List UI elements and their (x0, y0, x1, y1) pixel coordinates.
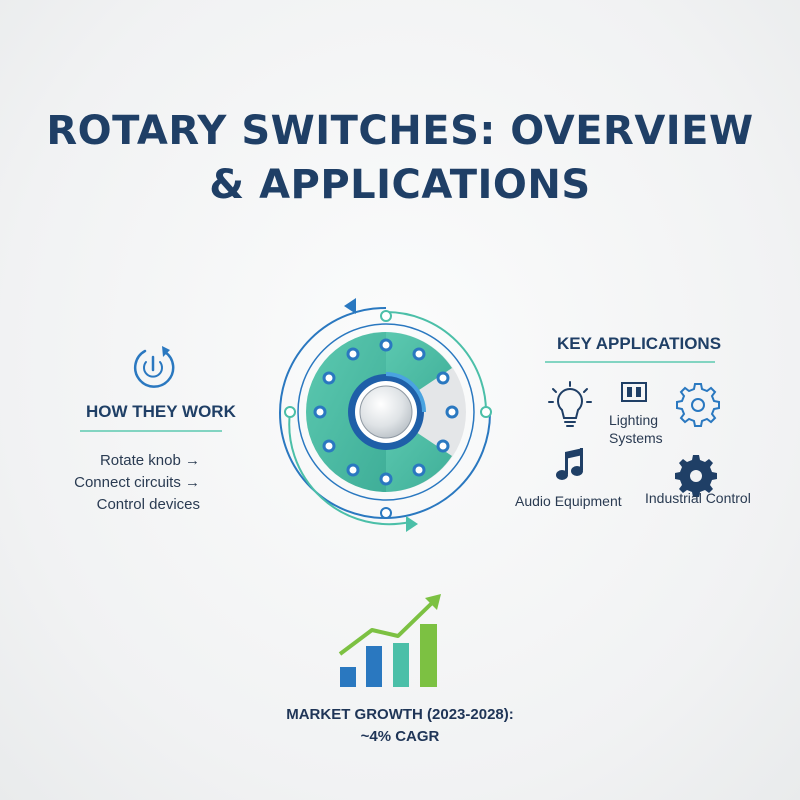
contact-point (379, 338, 393, 352)
industrial-control-label: Industrial Control (645, 490, 751, 506)
contact-point (412, 347, 426, 361)
switch-knob (359, 385, 413, 439)
contact-point (412, 463, 426, 477)
terminal-node (284, 406, 296, 418)
growth-bar (366, 646, 382, 687)
title-line-2: & APPLICATIONS (209, 162, 591, 208)
growth-bar (420, 624, 437, 687)
contact-point (346, 347, 360, 361)
music-note-icon (556, 448, 583, 480)
contact-point (346, 463, 360, 477)
growth-chart-icon (338, 594, 441, 687)
contact-point (322, 371, 336, 385)
audio-equipment-label: Audio Equipment (515, 493, 622, 509)
terminal-node (480, 406, 492, 418)
gear-icon (675, 455, 717, 497)
step-item: Rotate knob → (99, 452, 200, 469)
contact-point (379, 472, 393, 486)
arrow-head-bottom (406, 516, 418, 532)
power-rotate-icon (133, 346, 175, 388)
right-ring-arc (385, 311, 487, 413)
step-item: Control devices (96, 496, 200, 513)
growth-bar (393, 643, 409, 687)
how-they-work-heading: HOW THEY WORK (86, 402, 236, 421)
rotary-switch-diagram (279, 298, 492, 532)
contact-point (436, 439, 450, 453)
contact-point (322, 439, 336, 453)
title-line-1: ROTARY SWITCHES: OVERVIEW (46, 108, 754, 154)
terminal-node (380, 310, 392, 322)
growth-arrow-head (425, 594, 441, 610)
arrow-head-top (344, 298, 356, 314)
lightbulb-icon (548, 381, 592, 427)
key-applications-heading: KEY APPLICATIONS (557, 334, 722, 353)
switch-panel-icon (621, 382, 647, 402)
terminal-node (380, 507, 392, 519)
market-growth-line-2: ~4% CAGR (360, 728, 440, 745)
outer-ring-arc-bottom (288, 411, 411, 526)
contact-points (313, 338, 459, 486)
page-title: ROTARY SWITCHES: OVERVIEW & APPLICATIONS (0, 104, 800, 212)
contact-point (313, 405, 327, 419)
contact-point (436, 371, 450, 385)
step-item: Connect circuits → (74, 474, 200, 491)
market-growth-line-1: MARKET GROWTH (2023-2028): (286, 706, 514, 723)
market-growth-text: MARKET GROWTH (2023-2028): ~4% CAGR (250, 704, 550, 748)
gear-outline-icon (676, 383, 720, 427)
lighting-systems-label: Lighting Systems (609, 412, 663, 446)
contact-point (445, 405, 459, 419)
growth-bar (340, 667, 356, 687)
how-they-work-steps: Rotate knob → Connect circuits → Control… (74, 450, 200, 516)
